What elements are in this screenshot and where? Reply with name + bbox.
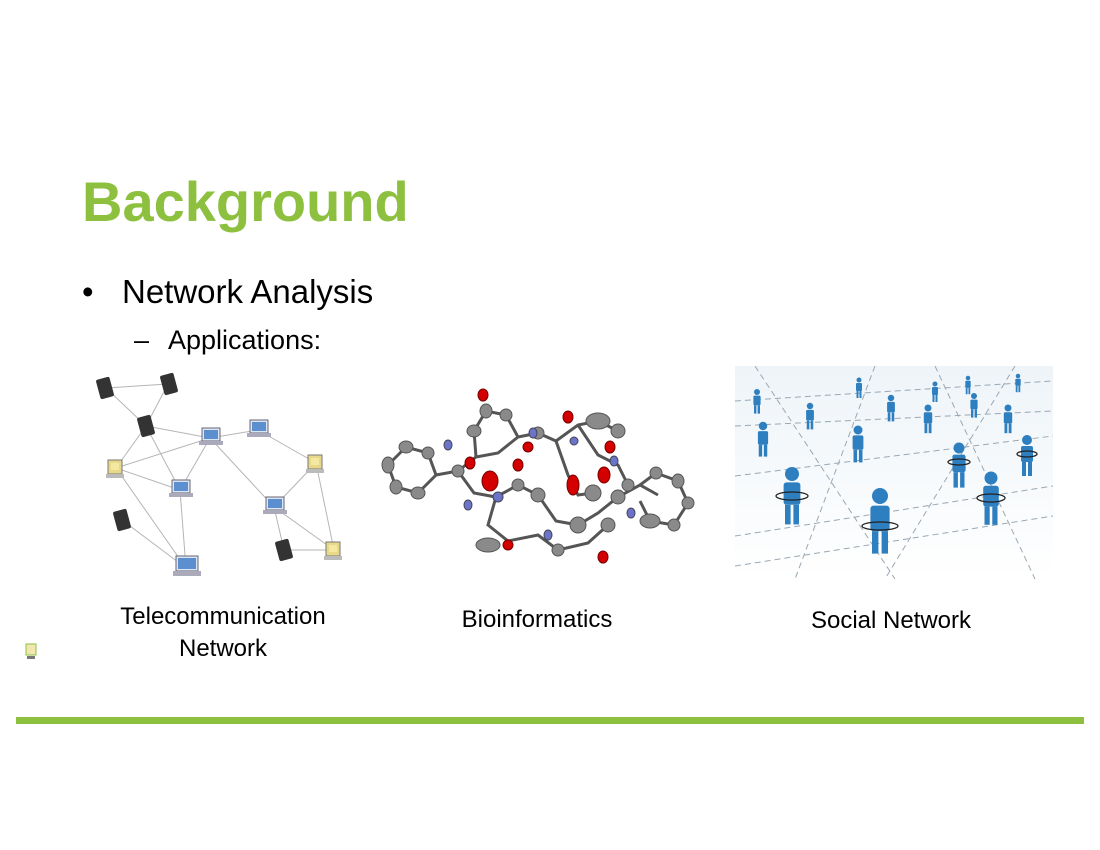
telecom-network-image bbox=[96, 372, 342, 576]
bullet-marker: • bbox=[82, 273, 94, 310]
sub-bullet-marker: – bbox=[134, 325, 150, 355]
sub-bullet-applications: –Applications: bbox=[134, 324, 321, 356]
caption-bioinformatics-text: Bioinformatics bbox=[461, 606, 613, 633]
slide-title: Background bbox=[82, 170, 409, 233]
bullet-network-analysis: • Network Analysis bbox=[82, 272, 373, 312]
caption-bioinformatics: Bioinformatics bbox=[437, 604, 637, 636]
caption-telecommunication-network: Telecommunication Network bbox=[98, 601, 348, 666]
bioinformatics-molecule-image bbox=[381, 388, 695, 564]
logo-icon bbox=[25, 643, 37, 661]
sub-bullet-text: Applications: bbox=[168, 325, 322, 355]
bullet-text: Network Analysis bbox=[122, 273, 374, 310]
footer-divider bbox=[16, 717, 1084, 724]
social-network-image bbox=[735, 366, 1053, 579]
caption-telecom-text: Telecommunication Network bbox=[120, 603, 326, 663]
caption-social-network-text: Social Network bbox=[810, 607, 972, 634]
caption-social-network: Social Network bbox=[791, 605, 991, 637]
